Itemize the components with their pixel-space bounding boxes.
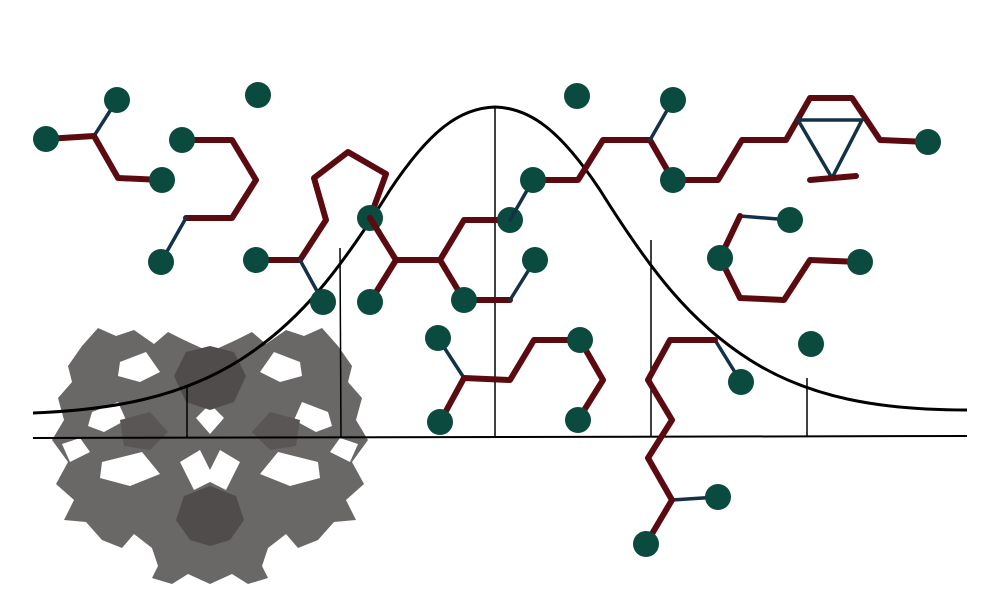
inkblot-hole-right-edge [330, 438, 358, 462]
molecule-a [33, 87, 175, 193]
inkblot-hole-left-mid [88, 402, 126, 432]
inkblot-hole-right-top [260, 352, 302, 382]
molecule-h [633, 337, 754, 557]
atom [104, 87, 130, 113]
atom [777, 207, 803, 233]
atom [660, 87, 686, 113]
inkblot-hole-right-mid [294, 402, 332, 432]
atom [310, 289, 336, 315]
carbon-chain-branch [807, 173, 859, 183]
atom [149, 167, 175, 193]
inkblot-hole-left-low [100, 452, 160, 486]
carbon-chain [179, 137, 259, 221]
atom [728, 369, 754, 395]
inkblot [52, 328, 368, 584]
carbon-chain [43, 133, 165, 183]
atom [798, 331, 824, 357]
atom [633, 531, 659, 557]
inkblot-dark-left-patch [120, 412, 168, 450]
inkblot-hole-center-lower [180, 450, 240, 490]
marker-minus-1sd [339, 247, 342, 439]
std-dev-markers [186, 107, 808, 439]
atom [915, 129, 941, 155]
molecule-f [707, 207, 873, 303]
atom [357, 289, 383, 315]
atom [427, 409, 453, 435]
atom [565, 407, 591, 433]
inkblot-dark-right-patch [252, 412, 300, 450]
atom [425, 325, 451, 351]
inkblot-hole-right-low [260, 452, 320, 486]
inkblot-body [52, 328, 368, 584]
atom [243, 247, 269, 273]
atom [148, 249, 174, 275]
atom [847, 249, 873, 275]
inkblot-hole-center-upper [196, 404, 224, 434]
carbon-chain [367, 215, 513, 263]
atom [707, 245, 733, 271]
atom [33, 126, 59, 152]
molecule-b [148, 127, 259, 275]
atom [451, 287, 477, 313]
atom [520, 167, 546, 193]
atom [567, 327, 593, 353]
carbon-chain [437, 337, 606, 425]
inkblot-hole-left-edge [62, 438, 90, 462]
molecule-d [357, 207, 548, 315]
triangle-ring [794, 118, 865, 182]
carbon-chain [530, 95, 931, 183]
normal-distribution-curve [32, 105, 968, 415]
atom [522, 247, 548, 273]
molecule-g [425, 325, 606, 435]
horizontal-axis [32, 435, 968, 439]
inkblot-dark-bottom [176, 486, 244, 546]
atom [660, 167, 686, 193]
carbon-chain [643, 337, 718, 547]
atom [705, 484, 731, 510]
molecule-e [508, 87, 941, 222]
inkblot-hole-left-top [118, 352, 160, 382]
atom [564, 83, 590, 109]
atom [169, 127, 195, 153]
isolated-atoms [245, 82, 824, 357]
atom [245, 82, 271, 108]
